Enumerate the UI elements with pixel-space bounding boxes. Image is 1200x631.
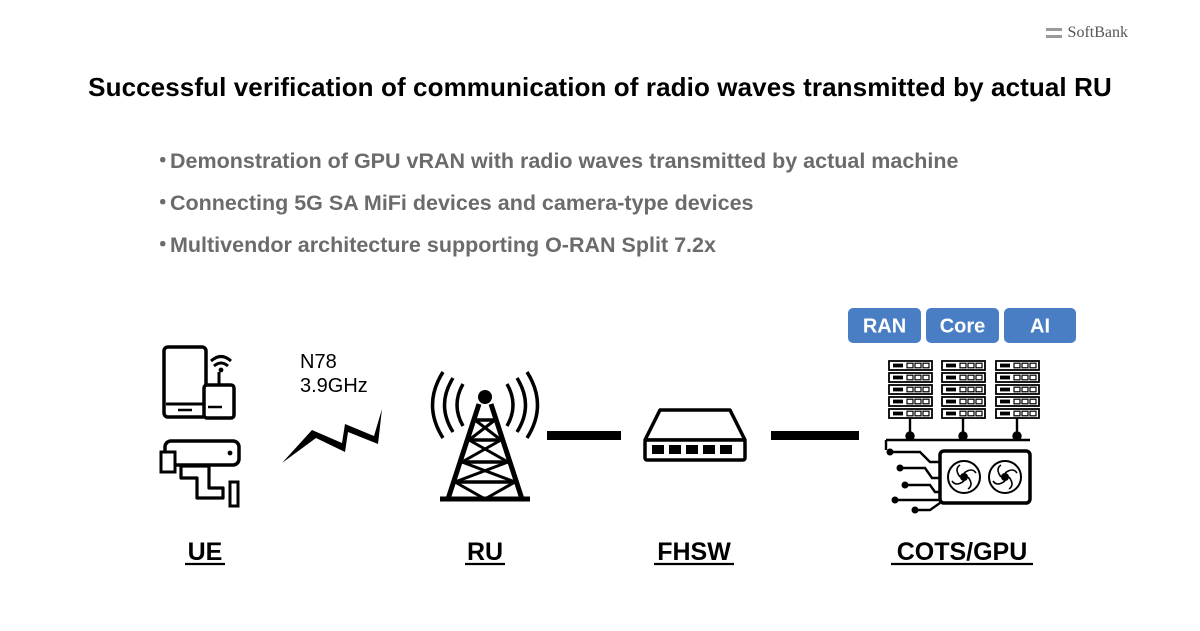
fhsw-cots-link (771, 431, 859, 440)
band-label-n78: N78 (300, 351, 337, 373)
network-switch-icon (643, 408, 747, 462)
logo-mark-icon (1045, 28, 1062, 38)
bullet-text: Demonstration of GPU vRAN with radio wav… (170, 149, 959, 173)
camera-icon (159, 439, 241, 508)
tag-ai: AI (1004, 308, 1076, 343)
cell-tower-icon (430, 371, 540, 502)
tag-ran-label: RAN (863, 316, 906, 338)
node-label-cots-text: COTS/GPU (897, 538, 1028, 566)
tag-ai-label: AI (1030, 316, 1050, 338)
bullet-item: ・Multivendor architecture supporting O-R… (152, 230, 959, 272)
node-label-ru-text: RU (467, 538, 503, 566)
band-label-freq: 3.9GHz (300, 375, 368, 397)
server-rack-icon (995, 360, 1040, 419)
bullet-dot: ・ (152, 149, 174, 173)
bullet-list: ・Demonstration of GPU vRAN with radio wa… (152, 146, 959, 272)
page-title: Successful verification of communication… (88, 72, 1112, 102)
gpu-card-icon (886, 448, 1032, 514)
tag-ran: RAN (848, 308, 921, 343)
bullet-text: Multivendor architecture supporting O-RA… (170, 233, 716, 257)
tag-core: Core (926, 308, 999, 343)
node-label-cots: COTS/GPU (891, 538, 1033, 566)
bullet-item: ・Connecting 5G SA MiFi devices and camer… (152, 188, 959, 230)
bullet-dot: ・ (152, 233, 174, 257)
node-label-fhsw: FHSW (654, 538, 734, 566)
bullet-text: Connecting 5G SA MiFi devices and camera… (170, 191, 754, 215)
softbank-logo: SoftBank (1045, 24, 1128, 42)
node-label-ru: RU (465, 538, 505, 566)
logo-text: SoftBank (1067, 24, 1128, 41)
server-bus-icon (884, 418, 1030, 450)
server-rack-icon (888, 360, 933, 419)
ru-fhsw-link (547, 431, 621, 440)
node-label-ue-text: UE (188, 538, 223, 566)
radio-wave-bolt-icon (282, 409, 382, 463)
node-label-fhsw-text: FHSW (657, 538, 731, 566)
bullet-item: ・Demonstration of GPU vRAN with radio wa… (152, 146, 959, 188)
ue-device-icon (162, 345, 236, 420)
node-label-ue: UE (185, 538, 225, 566)
server-rack-icon (941, 360, 986, 419)
tag-core-label: Core (940, 316, 986, 338)
bullet-dot: ・ (152, 191, 174, 215)
